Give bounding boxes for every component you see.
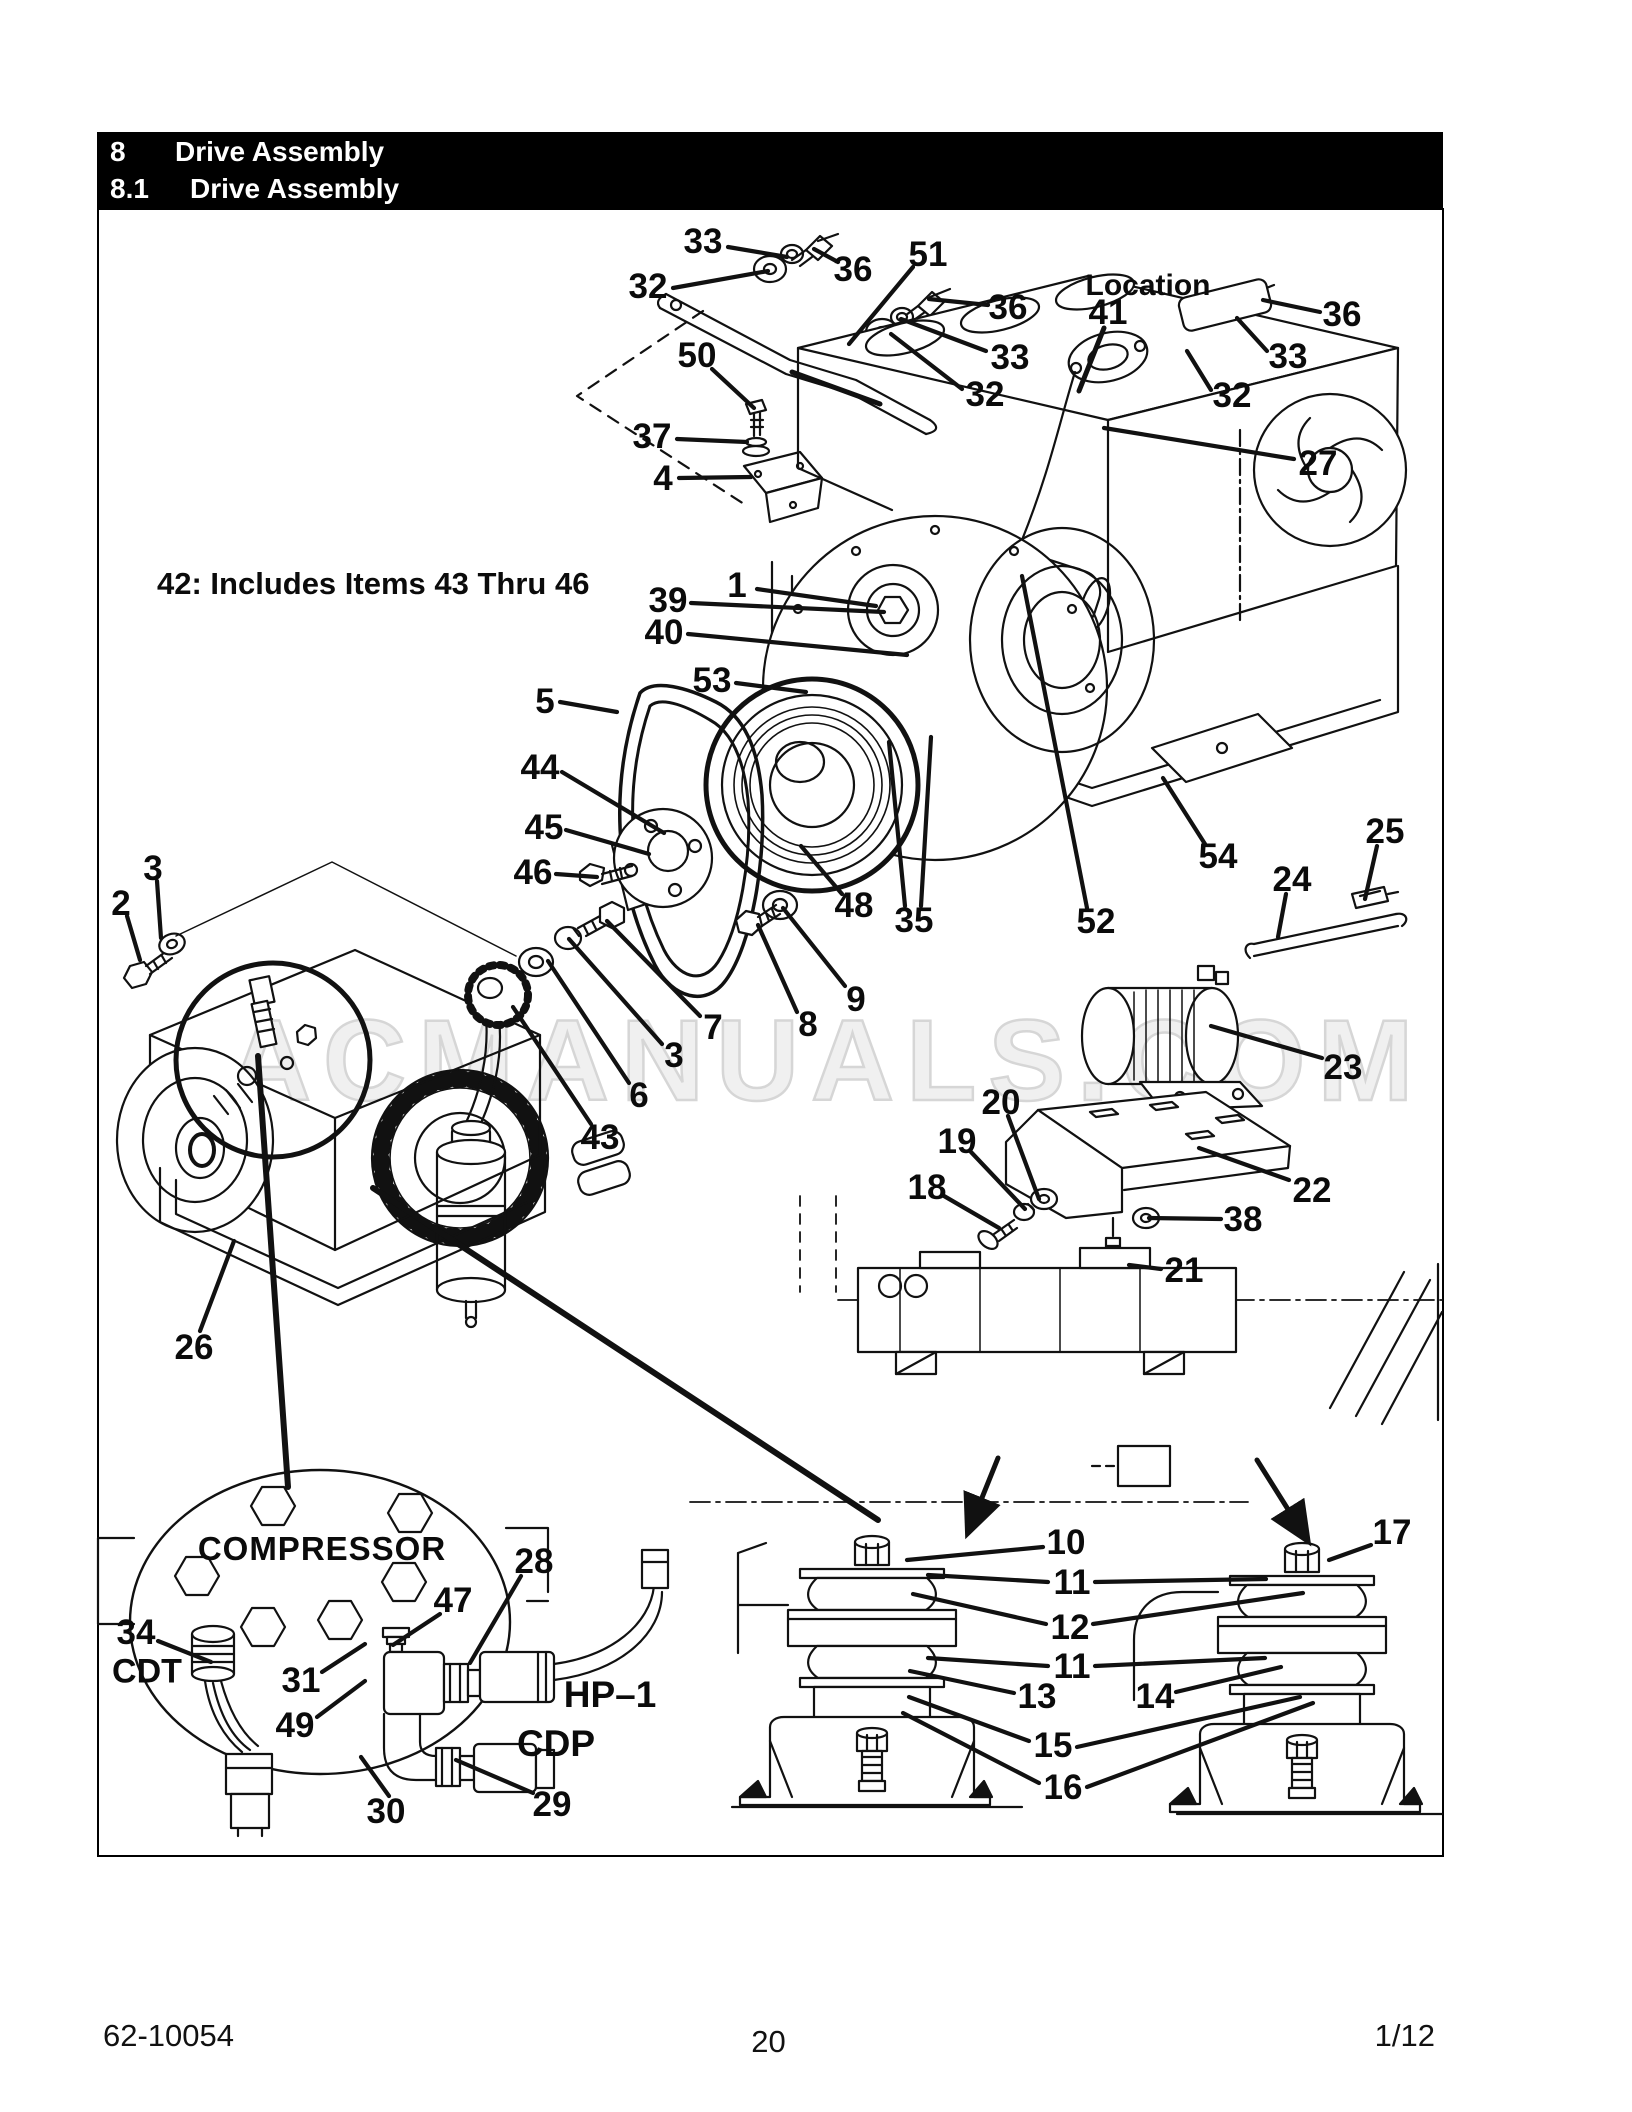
leader-line xyxy=(1092,1655,1268,1669)
leader-line xyxy=(798,843,845,897)
leader-line xyxy=(1362,843,1380,902)
leader-line xyxy=(1074,1694,1303,1750)
section-number: 8 xyxy=(110,136,126,167)
leader-line xyxy=(1173,1664,1284,1695)
leader-line xyxy=(906,1694,1032,1744)
leader-line xyxy=(1160,775,1208,847)
leader-line xyxy=(904,1544,1046,1563)
leader-line xyxy=(154,878,164,941)
leader-line xyxy=(255,1053,291,1490)
leader-line xyxy=(1090,1590,1306,1627)
leader-line xyxy=(918,734,934,909)
leader-line xyxy=(319,1641,368,1675)
leader-line xyxy=(155,1638,214,1665)
subsection-title: Drive Assembly xyxy=(190,173,400,204)
leader-line xyxy=(453,1757,536,1796)
leader-line xyxy=(1126,1262,1164,1272)
leader-line xyxy=(670,268,771,291)
leader-line xyxy=(780,905,848,989)
leader-line xyxy=(685,631,910,658)
leader-line xyxy=(1019,573,1090,911)
leader-line xyxy=(926,296,991,308)
diagram-frame xyxy=(97,208,1444,1857)
section-row: 8 Drive Assembly xyxy=(97,133,1443,170)
leader-line xyxy=(314,1678,368,1720)
leader-line xyxy=(1076,325,1107,394)
pointer-arrow xyxy=(1254,1457,1312,1547)
leader-line xyxy=(553,871,600,880)
leader-line xyxy=(559,769,667,836)
leader-line xyxy=(733,680,809,695)
leader-line xyxy=(1326,1542,1374,1563)
page-number: 20 xyxy=(751,2024,786,2059)
leader-line xyxy=(755,922,800,1015)
doc-number: 62-10054 xyxy=(103,2018,235,2053)
leader-line xyxy=(1146,1215,1224,1222)
leader-line xyxy=(197,1238,237,1334)
leader-line xyxy=(925,1572,1051,1585)
leader-line xyxy=(545,958,632,1086)
leader-line xyxy=(709,366,757,411)
leader-line xyxy=(1275,891,1289,940)
leader-line xyxy=(1196,1145,1292,1183)
revision-number: 1/12 xyxy=(1374,2018,1435,2053)
section-header-bar: 8 Drive Assembly 8.1 Drive Assembly xyxy=(97,132,1443,208)
page-footer: 62-10054 20 1/12 xyxy=(97,2018,1440,2059)
leader-line xyxy=(1208,1023,1325,1061)
leader-line xyxy=(1084,1700,1316,1790)
leader-line xyxy=(811,246,841,265)
leader-line xyxy=(124,913,143,963)
leader-line xyxy=(907,1668,1017,1696)
leader-line xyxy=(886,739,908,909)
subsection-row: 8.1 Drive Assembly xyxy=(97,170,1443,207)
leader-line xyxy=(566,936,665,1047)
leader-line xyxy=(390,1611,443,1648)
leader-lines-layer xyxy=(124,244,1380,1799)
includes-note: 42: Includes Items 43 Thru 46 xyxy=(157,566,590,601)
leader-line xyxy=(688,600,887,615)
leader-line xyxy=(725,244,790,260)
leader-line xyxy=(846,264,916,347)
leader-line xyxy=(1092,1576,1269,1585)
leader-line xyxy=(1184,348,1214,393)
pointer-arrow xyxy=(963,1455,1001,1540)
leader-line xyxy=(900,1710,1042,1786)
leader-line xyxy=(898,316,989,354)
leader-line xyxy=(910,1591,1049,1627)
leader-line xyxy=(754,586,879,609)
leader-line xyxy=(467,1573,524,1666)
leader-line xyxy=(925,1655,1051,1669)
leader-line xyxy=(510,1004,594,1127)
leader-line xyxy=(674,436,750,445)
leader-line xyxy=(968,1149,1028,1212)
leader-line xyxy=(358,1754,392,1799)
leader-line xyxy=(941,1193,1002,1231)
leader-line xyxy=(604,918,703,1019)
subsection-number: 8.1 xyxy=(110,173,149,204)
leader-line xyxy=(557,699,620,715)
leader-line xyxy=(370,1185,881,1523)
leader-line xyxy=(1234,315,1270,354)
section-title: Drive Assembly xyxy=(175,136,385,167)
leader-line xyxy=(1101,425,1297,462)
leader-line xyxy=(563,827,652,857)
leader-line xyxy=(676,474,754,481)
leader-line xyxy=(888,331,965,392)
leader-line xyxy=(1260,297,1323,315)
leader-line xyxy=(1005,1113,1042,1202)
